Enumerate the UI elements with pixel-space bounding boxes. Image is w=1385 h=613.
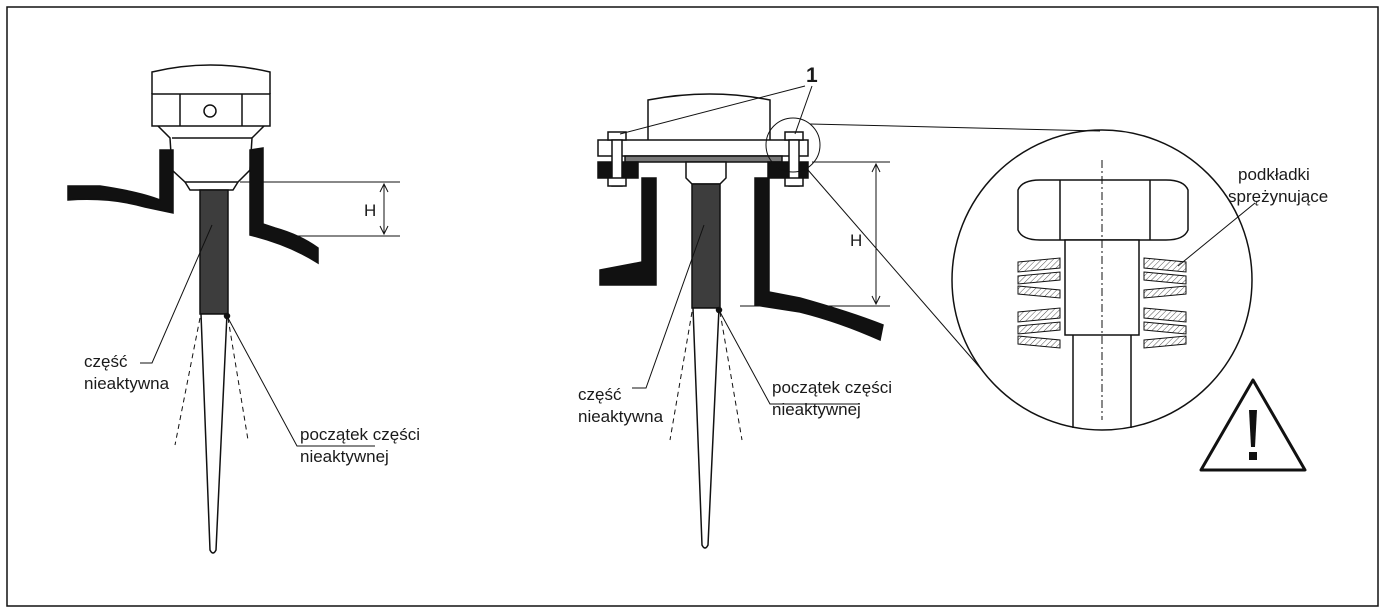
left-inactive-start-label-line2: nieaktywnej [300, 447, 389, 466]
left-housing-head [151, 93, 271, 127]
left-inactive-start-label-line1: początek części [300, 425, 420, 444]
warning-triangle-icon [1199, 378, 1307, 472]
left-tank-wall [67, 149, 174, 214]
left-rod-tip [200, 313, 228, 554]
left-dimension-label: H [364, 201, 376, 220]
middle-dimension-label: H [850, 231, 862, 250]
left-housing-top [151, 64, 271, 94]
left-rod-inactive [199, 189, 229, 315]
middle-flange-top [597, 139, 809, 157]
bolt-right-head [784, 131, 804, 141]
middle-gasket [624, 155, 783, 163]
middle-process-connection [685, 161, 727, 185]
detail-circle [951, 129, 1253, 431]
detail-marker-circle [765, 117, 821, 173]
detail-view [807, 123, 1256, 431]
detail-bolt-shank [1064, 239, 1140, 336]
middle-inactive-start-label-line2: nieaktywnej [772, 400, 861, 419]
left-inactive-part-label-line1: część [84, 352, 128, 371]
spring-washers-label-line1: podkładki [1238, 165, 1310, 184]
left-figure [67, 64, 400, 554]
middle-inactive-part-label-line1: część [578, 385, 622, 404]
spring-washers-left [1017, 257, 1061, 349]
left-inactive-start-point [223, 312, 231, 320]
left-housing-screw [203, 104, 217, 118]
callout-number-1: 1 [806, 64, 818, 87]
left-inactive-part-label-line2: nieaktywna [84, 374, 170, 393]
left-housing-neck [157, 125, 265, 183]
spring-washers-right [1143, 257, 1187, 349]
middle-rod-tip [692, 307, 720, 549]
middle-inactive-part-label-line2: nieaktywna [578, 407, 664, 426]
middle-inactive-start-point [715, 306, 723, 314]
middle-housing [647, 93, 771, 140]
detail-bolt-head [1017, 179, 1189, 241]
middle-tank-wall-right [754, 177, 884, 342]
middle-tank-wall-left [599, 177, 657, 286]
middle-inactive-start-label-line1: początek części [772, 378, 892, 397]
diagram-border [6, 6, 1379, 607]
left-tank-wall-right [249, 147, 319, 265]
spring-washers-label-line2: sprężynujące [1228, 187, 1328, 206]
middle-figure [597, 85, 890, 549]
